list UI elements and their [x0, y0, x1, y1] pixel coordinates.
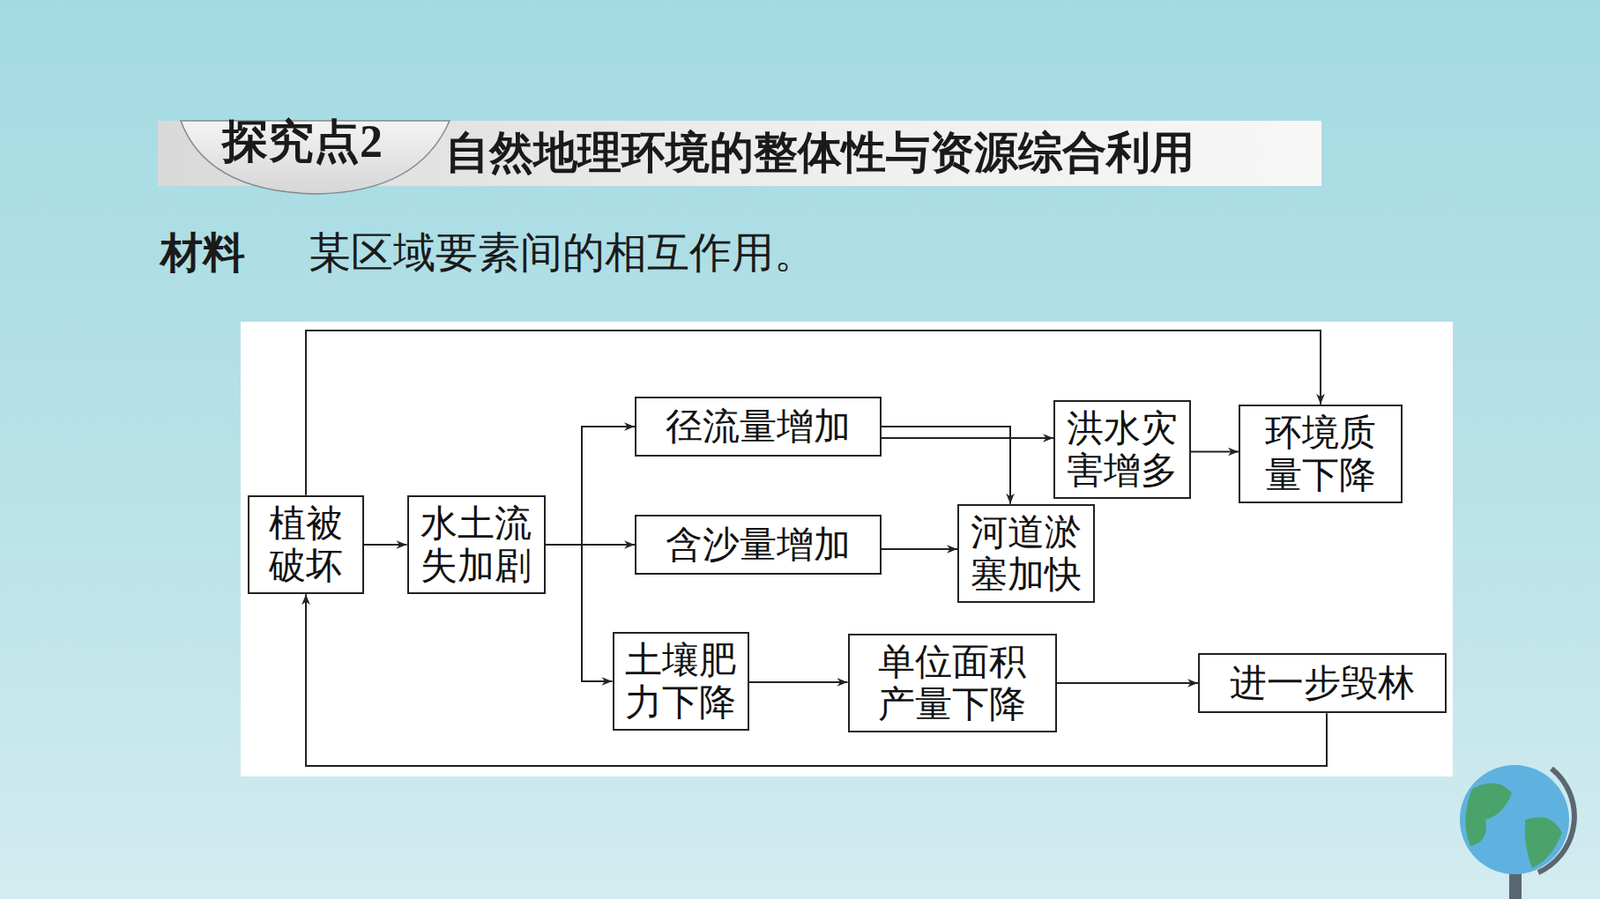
material-text: 某区域要素间的相互作用。 — [308, 227, 817, 279]
node-text: 河道淤塞加快 — [967, 511, 1085, 597]
flow-arrow — [364, 543, 408, 546]
material-tag: 材料 — [160, 227, 246, 279]
section-tag: 探究点2 — [222, 114, 383, 170]
globe-icon — [1459, 765, 1575, 899]
process-box: 环境质量下降 — [1238, 404, 1403, 505]
node-text: 洪水灾害增多 — [1064, 407, 1181, 493]
process-box: 径流量增加 — [634, 396, 882, 457]
process-box: 植被破坏 — [247, 495, 365, 596]
process-box: 水土流失加剧 — [407, 495, 546, 596]
node-text: 含沙量增加 — [662, 523, 854, 566]
process-box: 单位面积产量下降 — [848, 633, 1057, 734]
flow-arrow — [881, 437, 1054, 440]
flow-arrow — [881, 548, 958, 551]
flow-arrow — [1056, 682, 1199, 685]
node-text: 进一步毁林 — [1227, 662, 1418, 705]
node-text: 环境质量下降 — [1262, 411, 1379, 498]
process-box: 含沙量增加 — [634, 514, 882, 575]
flow-arrow — [305, 594, 1327, 767]
process-box: 进一步毁林 — [1198, 653, 1447, 714]
node-text: 单位面积产量下降 — [875, 640, 1029, 727]
process-box: 土壤肥力下降 — [612, 632, 750, 732]
flow-arrow — [881, 426, 1011, 505]
flow-arrow — [305, 330, 1321, 496]
node-text: 土壤肥力下降 — [622, 639, 739, 725]
diagram-panel — [240, 321, 1453, 777]
flow-arrow — [545, 544, 613, 682]
flow-arrow — [1190, 451, 1239, 454]
process-box: 河道淤塞加快 — [957, 504, 1095, 604]
node-text: 水土流失加剧 — [417, 502, 535, 588]
node-text: 径流量增加 — [662, 405, 854, 448]
node-text: 植被破坏 — [266, 502, 346, 588]
title-text: 自然地理环境的整体性与资源综合利用 — [445, 125, 1195, 180]
flow-arrow — [545, 426, 636, 545]
process-box: 洪水灾害增多 — [1053, 400, 1191, 500]
flow-arrow — [749, 681, 849, 684]
